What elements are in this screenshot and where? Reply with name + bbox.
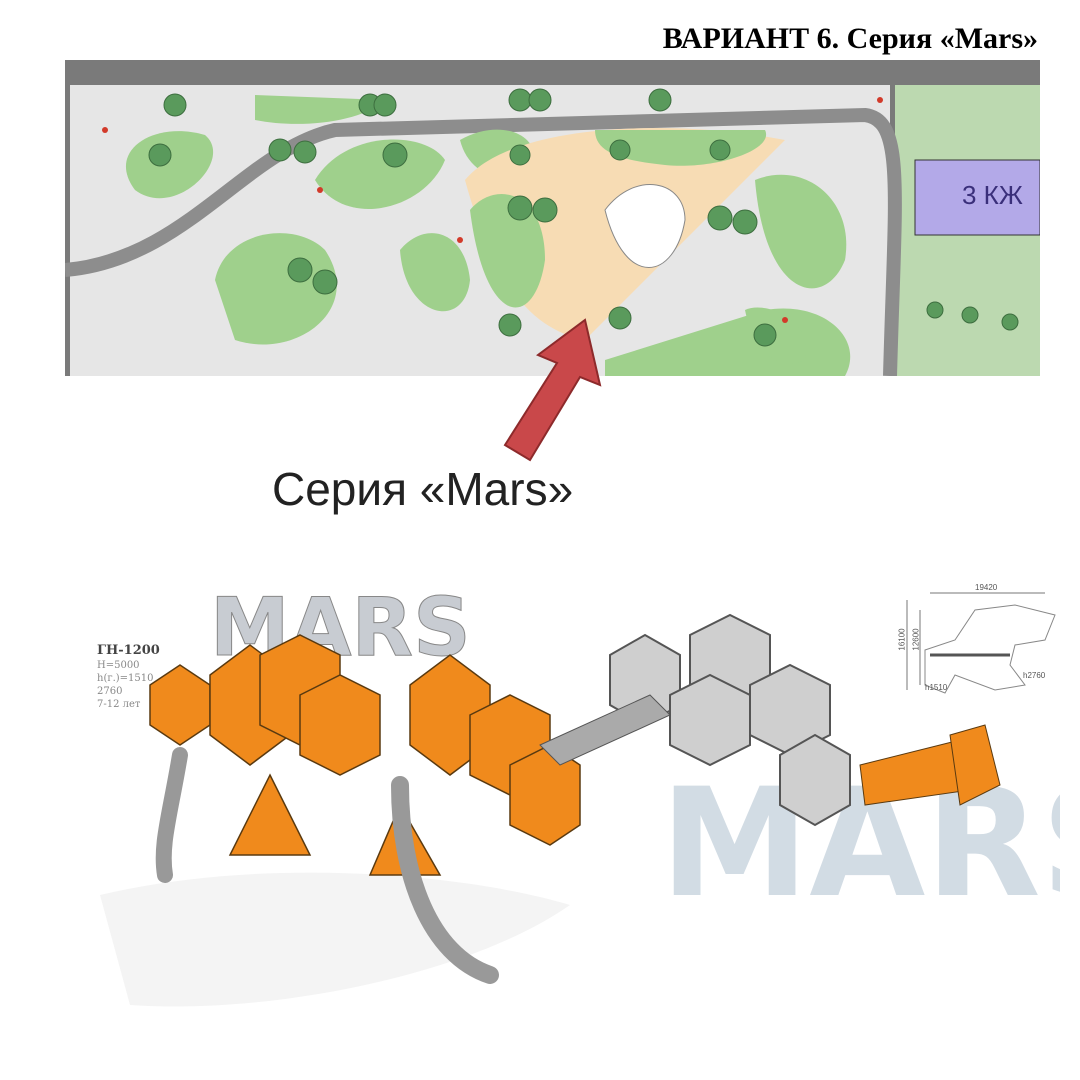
- dimension-diagram: 19420 16100 12600 h1510 h2760: [895, 583, 1065, 700]
- spec-age: 7-12 лет: [97, 699, 141, 710]
- slide-right: [391, 776, 499, 984]
- product-spec: ГН-1200 H=5000 h(г.)=1510 2760 7-12 лет: [97, 643, 160, 711]
- red-arrow-icon: [503, 318, 602, 462]
- product-code: ГН-1200: [97, 643, 160, 658]
- bridge: [539, 694, 671, 766]
- dim-depth-outer: 16100: [897, 628, 907, 651]
- site-plan-map: [65, 60, 1040, 376]
- slide-left: [155, 747, 188, 883]
- dim-width: 19420: [975, 583, 998, 592]
- building: [914, 159, 1040, 236]
- spec-height: H=5000: [97, 660, 140, 671]
- playground-render: MARS MARS: [100, 581, 1060, 1007]
- page-title: ВАРИАНТ 6. Серия «Mars»: [662, 22, 1038, 55]
- orange-hex-towers: [149, 634, 581, 876]
- road: [65, 107, 902, 376]
- dim-h2: h2760: [1023, 671, 1046, 680]
- grey-hex-modules: [609, 613, 851, 827]
- dim-h1: h1510: [925, 683, 948, 692]
- spec-fall-height: h(г.)=1510: [97, 673, 154, 684]
- dim-depth-inner: 12600: [911, 628, 921, 651]
- lawn: [125, 131, 214, 199]
- spec-dimension: 2760: [97, 686, 123, 697]
- playground-footprint: [604, 184, 686, 268]
- building-label: 3 КЖ: [962, 180, 1023, 210]
- series-label: Серия «Mars»: [272, 463, 574, 515]
